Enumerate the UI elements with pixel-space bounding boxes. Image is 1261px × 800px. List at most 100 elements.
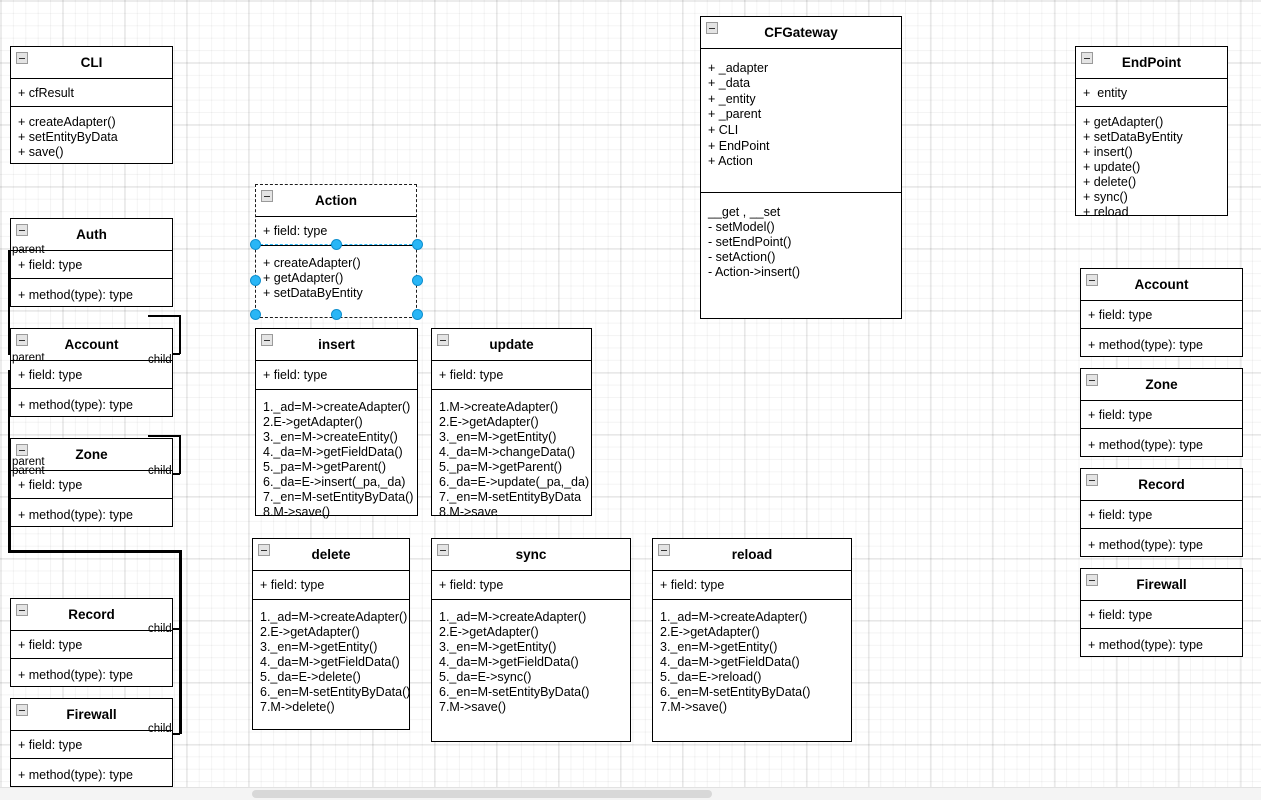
collapse-icon[interactable] <box>1081 52 1093 64</box>
horizontal-scrollbar-thumb[interactable] <box>252 790 712 798</box>
collapse-icon[interactable] <box>258 544 270 556</box>
selection-handle-ne[interactable] <box>412 239 423 250</box>
class-title: CFGateway <box>764 25 838 40</box>
operation-row: 1.M->createAdapter() <box>439 399 559 414</box>
class-attributes-account-right: + field: type <box>1081 301 1242 329</box>
class-box-record-right[interactable]: Record + field: type + method(type): typ… <box>1080 468 1243 557</box>
operation-row: + createAdapter() <box>18 114 116 129</box>
selection-handle-sw[interactable] <box>250 309 261 320</box>
class-box-firewall-left[interactable]: Firewall + field: type + method(type): t… <box>10 698 173 787</box>
class-box-action[interactable]: Action + field: type + createAdapter() +… <box>255 184 417 318</box>
attribute-row: + field: type <box>18 737 83 752</box>
class-box-auth[interactable]: Auth + field: type + method(type): type <box>10 218 173 307</box>
class-attributes-auth: + field: type <box>11 251 172 279</box>
selection-handle-e[interactable] <box>412 275 423 286</box>
operation-row: + getAdapter() <box>1083 114 1164 129</box>
collapse-icon[interactable] <box>16 52 28 64</box>
operation-row: 1._ad=M->createAdapter() <box>660 609 808 624</box>
operation-row: 7.M->save() <box>439 700 507 715</box>
class-operations-auth: + method(type): type <box>11 279 172 309</box>
collapse-icon[interactable] <box>1086 274 1098 286</box>
selection-handle-se[interactable] <box>412 309 423 320</box>
operation-row: + method(type): type <box>18 397 133 412</box>
collapse-icon[interactable] <box>1086 474 1098 486</box>
class-operations-cli: + createAdapter() + setEntityByData + sa… <box>11 107 172 166</box>
collapse-icon[interactable] <box>16 444 28 456</box>
class-box-endpoint[interactable]: EndPoint + entity + getAdapter() + setDa… <box>1075 46 1228 219</box>
operation-row: + setDataByEntity <box>263 285 363 300</box>
collapse-icon[interactable] <box>16 334 28 346</box>
class-attributes-delete: + field: type <box>253 571 409 600</box>
class-box-cfgateway[interactable]: CFGateway + _adapter + _data + _entity +… <box>700 16 902 319</box>
collapse-icon[interactable] <box>437 334 449 346</box>
selection-handle-nw[interactable] <box>250 239 261 250</box>
selection-handle-w[interactable] <box>250 275 261 286</box>
operation-row: 7._en=M-setEntityByData <box>439 490 582 505</box>
attribute-row: + field: type <box>1088 507 1153 522</box>
class-box-sync[interactable]: sync + field: type 1._ad=M->createAdapte… <box>431 538 631 742</box>
class-header-sync: sync <box>432 539 630 571</box>
class-operations-endpoint: + getAdapter() + setDataByEntity + inser… <box>1076 107 1227 227</box>
operation-row: + sync() <box>1083 190 1128 205</box>
class-attributes-record-right: + field: type <box>1081 501 1242 529</box>
collapse-icon[interactable] <box>16 604 28 616</box>
relation-line <box>8 370 10 474</box>
class-box-update[interactable]: update + field: type 1.M->createAdapter(… <box>431 328 592 519</box>
operation-row: - setEndPoint() <box>708 234 792 249</box>
collapse-icon[interactable] <box>16 224 28 236</box>
selection-handle-n[interactable] <box>331 239 342 250</box>
operation-row: - setAction() <box>708 249 776 264</box>
attribute-row: + field: type <box>263 223 328 238</box>
class-box-record-left[interactable]: Record + field: type + method(type): typ… <box>10 598 173 687</box>
edge-label-account-parent: parent <box>12 352 45 364</box>
class-box-account-left[interactable]: Account + field: type + method(type): ty… <box>10 328 173 417</box>
class-title: EndPoint <box>1121 55 1182 70</box>
class-box-account-right[interactable]: Account + field: type + method(type): ty… <box>1080 268 1243 357</box>
collapse-icon[interactable] <box>16 704 28 716</box>
operation-row: 1._ad=M->createAdapter() <box>439 609 587 624</box>
class-box-zone-left[interactable]: Zone + field: type + method(type): type <box>10 438 173 527</box>
attribute-row: + field: type <box>18 637 83 652</box>
operation-row: + method(type): type <box>1088 537 1203 552</box>
class-attributes-zone-right: + field: type <box>1081 401 1242 429</box>
collapse-icon[interactable] <box>437 544 449 556</box>
class-header-action: Action <box>256 185 416 217</box>
class-box-insert[interactable]: insert + field: type 1._ad=M->createAdap… <box>255 328 418 519</box>
class-box-reload[interactable]: reload + field: type 1._ad=M->createAdap… <box>652 538 852 742</box>
class-operations-zone-left: + method(type): type <box>11 499 172 529</box>
operation-row: 7.M->save() <box>660 700 728 715</box>
operation-row: 5._pa=M->getParent() <box>263 460 386 474</box>
operation-row: 5._pa=M->getParent() <box>439 460 562 474</box>
class-header-endpoint: EndPoint <box>1076 47 1227 79</box>
class-operations-account-right: + method(type): type <box>1081 329 1242 359</box>
relation-line <box>8 466 11 552</box>
edge-label-zone-parent-b: parent <box>12 465 45 477</box>
operation-row: 5._da=E->delete() <box>260 670 361 684</box>
operation-row: + method(type): type <box>18 507 133 522</box>
collapse-icon[interactable] <box>706 22 718 34</box>
class-header-record-right: Record <box>1081 469 1242 501</box>
horizontal-scrollbar[interactable] <box>0 787 1261 800</box>
operation-row: 5._da=E->sync() <box>439 670 532 684</box>
collapse-icon[interactable] <box>1086 574 1098 586</box>
class-attributes-endpoint: + entity <box>1076 79 1227 107</box>
selection-handle-s[interactable] <box>331 309 342 320</box>
class-title: Auth <box>76 227 107 242</box>
operation-row: 4._da=M->getFieldData() <box>260 654 400 669</box>
operation-row: 3._en=M->getEntity() <box>439 639 557 654</box>
relation-line <box>148 315 180 317</box>
class-box-cli[interactable]: CLI + cfResult + createAdapter() + setEn… <box>10 46 173 164</box>
class-header-account-left: Account <box>11 329 172 361</box>
collapse-icon[interactable] <box>261 190 273 202</box>
class-box-zone-right[interactable]: Zone + field: type + method(type): type <box>1080 368 1243 457</box>
collapse-icon[interactable] <box>261 334 273 346</box>
class-title: Account <box>64 337 119 352</box>
operation-row: 2.E->getAdapter() <box>660 624 760 639</box>
operation-row: 7._en=M-setEntityByData() <box>263 490 414 505</box>
class-box-firewall-right[interactable]: Firewall + field: type + method(type): t… <box>1080 568 1243 657</box>
collapse-icon[interactable] <box>658 544 670 556</box>
class-box-delete[interactable]: delete + field: type 1._ad=M->createAdap… <box>252 538 410 730</box>
edge-label-firewall-child: child <box>148 723 172 735</box>
collapse-icon[interactable] <box>1086 374 1098 386</box>
